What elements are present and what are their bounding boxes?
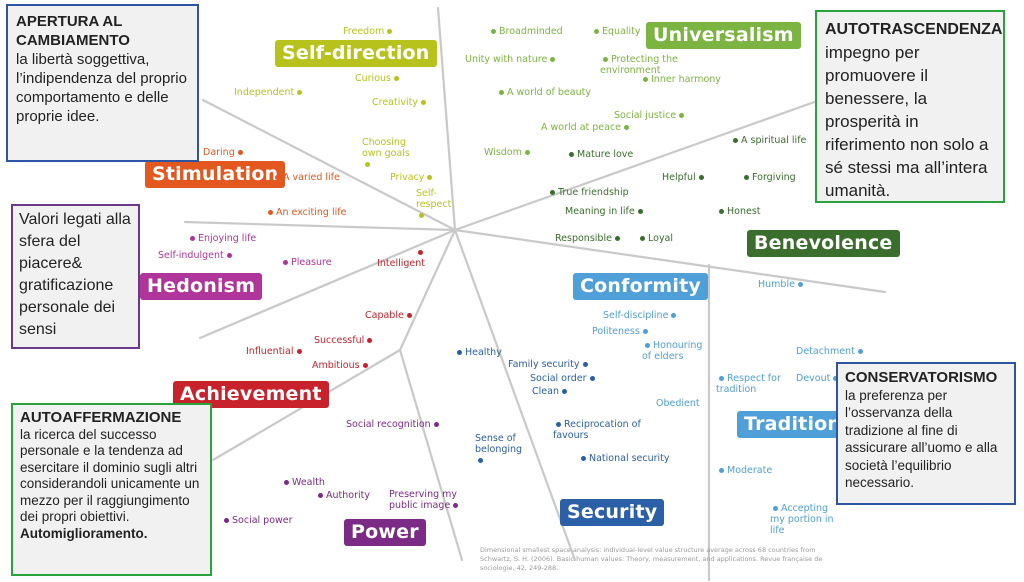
hedonism-header: Hedonism xyxy=(140,273,263,300)
value-label: Devout xyxy=(796,373,841,384)
value-label: Social recognition xyxy=(346,419,442,430)
value-label: Self-indulgent xyxy=(158,250,235,261)
divider-line xyxy=(183,220,457,232)
value-label: Helpful xyxy=(662,172,707,183)
value-label: Meaning in life xyxy=(565,206,646,217)
value-label: Ambitious xyxy=(312,360,371,371)
value-label: Social order xyxy=(530,373,598,384)
value-label: Pleasure xyxy=(280,257,332,268)
value-label: Sense of belonging xyxy=(475,433,530,466)
value-label: A spiritual life xyxy=(730,135,806,146)
divider-line xyxy=(398,228,457,352)
value-label: Daring xyxy=(203,147,246,158)
value-label: Successful xyxy=(314,335,375,346)
value-label: Protecting the environment xyxy=(600,54,678,76)
value-label: Unity with nature xyxy=(465,54,558,65)
box-text: la ricerca del successo personale e la t… xyxy=(20,426,200,525)
value-label: Choosing own goals xyxy=(362,137,412,170)
value-label: Healthy xyxy=(454,347,502,358)
value-label: Self-discipline xyxy=(603,310,679,321)
value-label: Humble xyxy=(758,279,806,290)
value-label: Equality xyxy=(591,26,641,37)
divider-line xyxy=(398,348,464,562)
divider-line xyxy=(453,228,887,294)
benevolence-header: Benevolence xyxy=(747,230,900,257)
value-label: Independent xyxy=(234,87,305,98)
conformity-header: Conformity xyxy=(573,273,708,300)
tradition-header: Tradition xyxy=(737,411,849,438)
piacere-box: Valori legati alla sfera del piacere& gr… xyxy=(11,204,140,349)
value-label: A world of beauty xyxy=(496,87,591,98)
universalism-header: Universalism xyxy=(646,22,801,49)
value-label: Reciprocation of favours xyxy=(553,419,641,441)
value-label: Honouring of elders xyxy=(642,340,703,362)
value-label: Creativity xyxy=(372,97,429,108)
value-label: Intelligent xyxy=(375,250,425,269)
value-label: Accepting my portion in life xyxy=(770,503,834,536)
value-label: Clean xyxy=(532,386,570,397)
value-label: Wisdom xyxy=(484,147,533,158)
value-label: Inner harmony xyxy=(640,74,721,85)
value-label: Honest xyxy=(716,206,761,217)
value-label: Social power xyxy=(221,515,293,526)
value-label: Capable xyxy=(365,310,415,321)
divider-line xyxy=(198,228,457,340)
autoaffermazione-box: AUTOAFFERMAZIONE la ricerca del successo… xyxy=(11,403,212,576)
value-label: True friendship xyxy=(547,187,629,198)
autotrascendenza-box: AUTOTRASCENDENZA impegno per promuovere … xyxy=(815,10,1005,203)
value-label: Wealth xyxy=(281,477,325,488)
value-label: Family security xyxy=(508,359,591,370)
value-label: Enjoying life xyxy=(187,233,256,244)
value-label: Freedom xyxy=(343,26,395,37)
stimulation-header: Stimulation xyxy=(145,161,286,188)
value-label: Mature love xyxy=(566,149,633,160)
self-direction-header: Self-direction xyxy=(275,40,437,67)
value-label: Respect for tradition xyxy=(716,373,781,395)
value-label: Loyal xyxy=(637,233,673,244)
value-label: Detachment xyxy=(796,346,866,357)
value-label: Broadminded xyxy=(488,26,563,37)
value-label: A world at peace xyxy=(541,122,632,133)
divider-line xyxy=(453,228,577,562)
divider-line xyxy=(436,6,457,232)
conservatorismo-box: CONSERVATORISMO la preferenza per l’osse… xyxy=(836,362,1016,505)
value-label: A varied life xyxy=(272,172,340,183)
value-label: Authority xyxy=(315,490,370,501)
box-extra-text: Automiglioramento. xyxy=(20,525,148,541)
box-title: AUTOTRASCENDENZA xyxy=(825,21,1003,38)
value-label: An exciting life xyxy=(265,207,346,218)
value-label: Moderate xyxy=(716,465,772,476)
value-label: Preserving my public image xyxy=(389,489,459,511)
security-header: Security xyxy=(560,499,665,526)
source-citation: Dimensional smallest space analysis: ind… xyxy=(480,546,823,572)
value-label: Influential xyxy=(246,346,305,357)
value-label: Self-respect xyxy=(416,188,454,221)
divider-line xyxy=(453,98,822,232)
box-title: APERTURA AL CAMBIAMENTO xyxy=(16,13,130,49)
value-label: National security xyxy=(578,453,670,464)
value-label: Social justice xyxy=(614,110,687,121)
value-label: Privacy xyxy=(390,172,435,183)
apertura-al-cambiamento-box: APERTURA AL CAMBIAMENTO la libertà sogge… xyxy=(6,4,199,162)
value-label: Responsible xyxy=(555,233,623,244)
value-label: Curious xyxy=(355,73,402,84)
divider-line xyxy=(201,98,457,232)
power-header: Power xyxy=(344,519,426,546)
box-text: la libertà soggettiva, l’indipendenza de… xyxy=(16,51,187,125)
box-text: la preferenza per l’osservanza della tra… xyxy=(845,387,998,491)
box-title: CONSERVATORISMO xyxy=(845,369,998,386)
box-title: AUTOAFFERMAZIONE xyxy=(20,409,182,426)
box-text: Valori legati alla sfera del piacere& gr… xyxy=(19,211,131,338)
value-label: Forgiving xyxy=(741,172,796,183)
value-label: Obedient xyxy=(656,398,700,409)
value-label: Politeness xyxy=(592,326,651,337)
box-text: impegno per promuovere il benessere, la … xyxy=(825,43,989,200)
